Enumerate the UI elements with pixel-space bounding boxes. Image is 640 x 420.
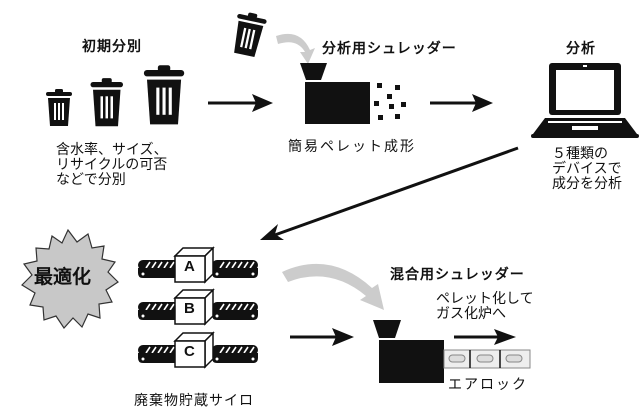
conveyor-belt-c: [137, 332, 259, 368]
bin-label-c: C: [184, 343, 195, 360]
arrow-right-icon: [430, 94, 493, 112]
arrow-right-icon: [290, 328, 354, 346]
mixing-shredder-title: 混合用シュレッダー: [390, 267, 525, 283]
bin-label-a: A: [184, 258, 195, 275]
arrow-right-icon: [208, 94, 273, 112]
bin-label-b: B: [184, 300, 195, 317]
mixing-shredder-description: ペレット化して ガス化炉へ: [436, 291, 534, 322]
optimization-burst-icon: [21, 228, 119, 329]
trash-can-icon-large: [143, 65, 185, 125]
storage-silo-label: 廃棄物貯蔵サイロ: [134, 393, 254, 409]
conveyor-belt-b: [137, 289, 259, 325]
initial-sort-title: 初期分別: [82, 39, 142, 55]
trash-can-icon-medium: [90, 78, 123, 127]
analysis-title: 分析: [566, 41, 596, 57]
curved-arrow-icon: [282, 263, 384, 310]
analysis-shredder-description: 簡易ペレット成形: [288, 139, 416, 155]
optimization-label: 最適化: [34, 266, 92, 288]
arrow-diagonal-icon: [260, 146, 519, 240]
airlock-label: エアロック: [448, 377, 528, 393]
mixing-shredder-icon: [373, 320, 444, 383]
initial-sort-description: 含水率、サイズ、 リサイクルの可否 などで分別: [56, 142, 168, 188]
curved-arrow-icon: [276, 33, 315, 64]
pellet-particles-icon: [374, 83, 406, 120]
analysis-description: ５種類の デバイスで 成分を分析: [552, 146, 622, 192]
shredder-icon: [300, 63, 370, 124]
analysis-shredder-title: 分析用シュレッダー: [322, 41, 457, 57]
trash-can-icon-small: [46, 89, 72, 126]
tilted-trash-can-icon: [229, 10, 268, 58]
airlock-icon: [443, 349, 531, 369]
conveyor-belt-a: [137, 247, 259, 283]
arrow-right-icon: [454, 329, 516, 345]
laptop-icon: [531, 63, 639, 138]
